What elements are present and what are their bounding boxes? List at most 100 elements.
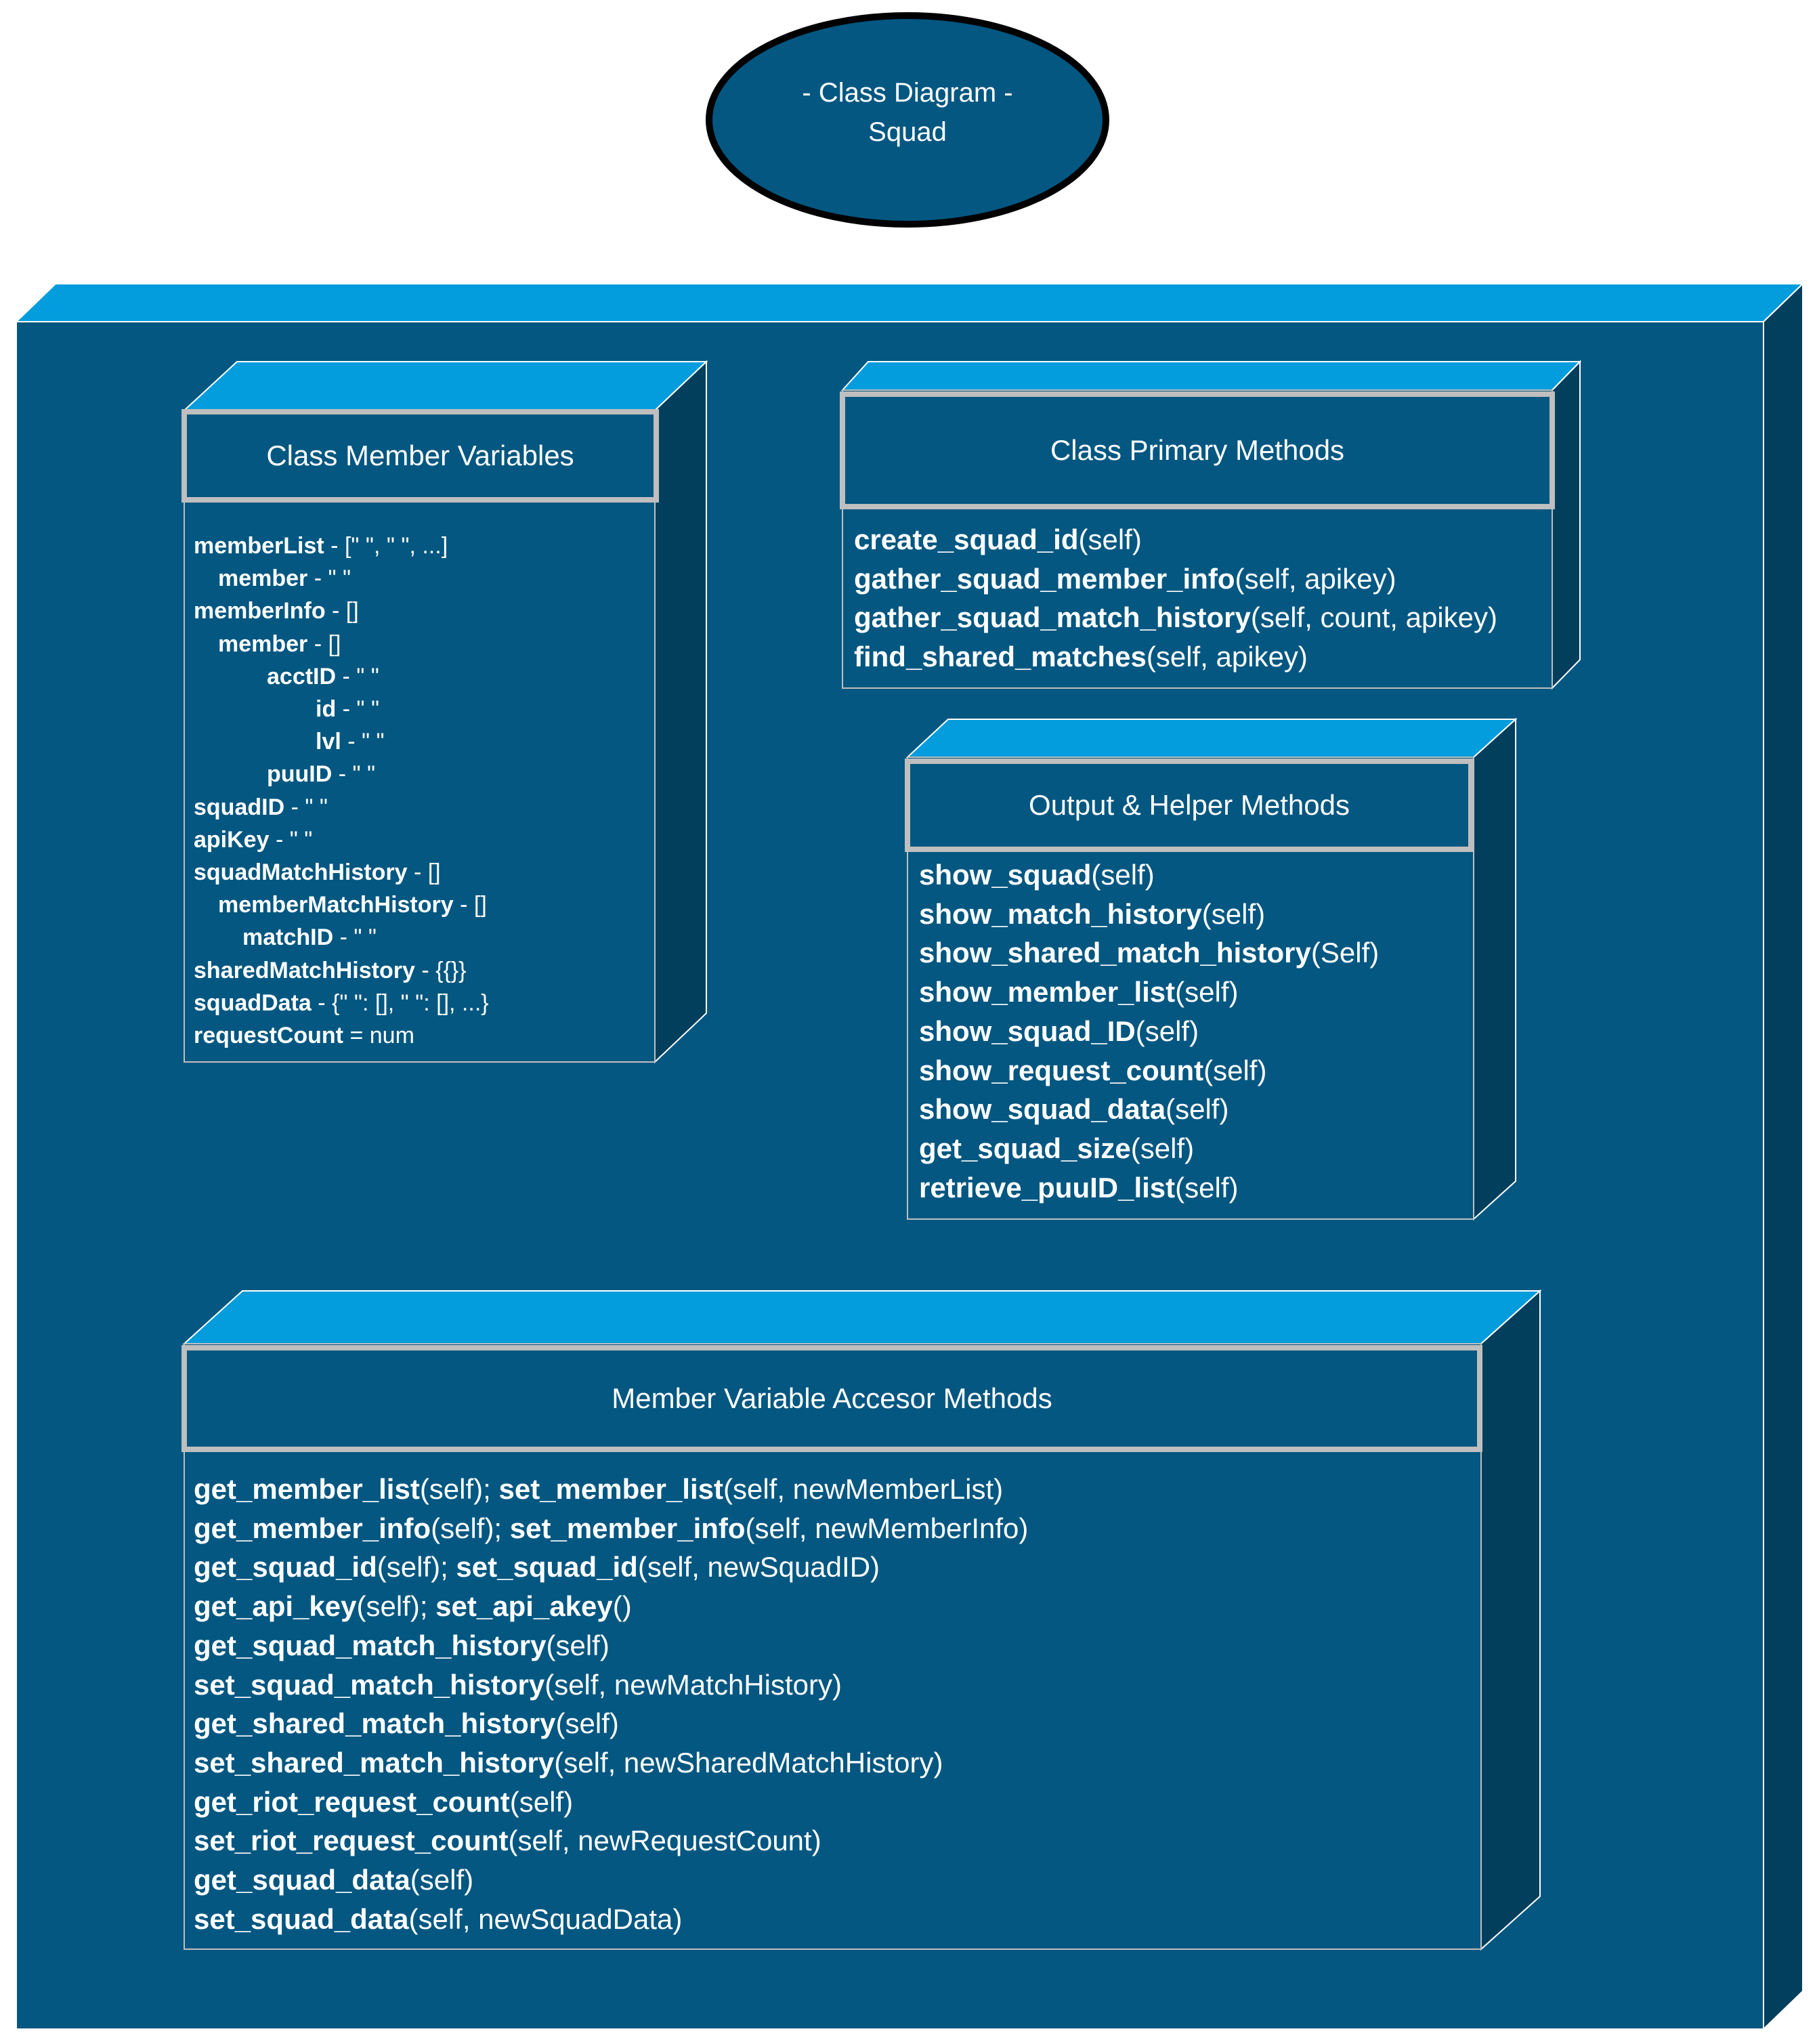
member-variable-name: puuID [267, 761, 333, 788]
helper-method: show_match_history(self) [919, 895, 1379, 934]
member-variable-signature: - " " [341, 729, 385, 755]
member-variable: apiKey - " " [194, 824, 489, 856]
helper-method-name: show_request_count [919, 1054, 1204, 1086]
member-variable: memberMatchHistory - [] [194, 889, 489, 921]
helper-method-signature: (self) [1201, 897, 1266, 930]
primary-methods-header-box [840, 391, 1555, 509]
member-variable-name: id [316, 696, 337, 723]
member-variable-signature: - " " [284, 794, 328, 820]
helper-method: show_squad(self) [919, 855, 1379, 895]
helper-method-signature: (self) [1175, 1171, 1239, 1204]
member-variable-signature: - " " [333, 924, 377, 951]
accessor-method: get_shared_match_history(self) [194, 1704, 1028, 1743]
accessor-method-signature: (self, newMatchHistory) [544, 1668, 842, 1701]
accessor-method-signature: (self) [546, 1629, 610, 1661]
member-variable-signature: - {{}} [414, 957, 467, 983]
member-variable: memberList - [" ", " ", ...] [194, 530, 489, 562]
member-variable-name: squadID [194, 794, 285, 820]
accessor-method: get_squad_data(self) [194, 1860, 1028, 1900]
accessor-methods-header-box [181, 1345, 1482, 1452]
accessor-method: set_squad_data(self, newSquadData) [194, 1900, 1028, 1939]
member-variable-name: requestCount [194, 1023, 343, 1049]
accessor-method-name: get_member_list [194, 1473, 420, 1505]
accessor-method: get_squad_id(self); set_squad_id(self, n… [194, 1548, 1028, 1587]
member-variable-signature: - [] [325, 598, 359, 624]
title-ellipse [706, 12, 1109, 228]
outer-node-top-face [14, 283, 1805, 322]
helper-method-name: show_squad_ID [919, 1015, 1136, 1047]
accessor-method-signature: (self, newMemberList) [723, 1473, 1004, 1505]
accessor-method-signature: (self, newMemberInfo) [745, 1512, 1029, 1544]
member-variable-name: memberMatchHistory [218, 892, 454, 918]
member-variable-signature: - " " [269, 826, 313, 853]
accessor-method-name: get_squad_match_history [194, 1629, 547, 1661]
accessor-methods-list: get_member_list(self); set_member_list(s… [194, 1470, 1028, 1938]
diagram-title: - Class Diagram - Squad [711, 73, 1104, 152]
accessor-method-name: get_api_key [194, 1590, 357, 1623]
accessor-method-signature: (self, newSquadID) [637, 1551, 880, 1583]
outer-node-side-face [1763, 282, 1803, 2031]
helper-method: show_member_list(self) [919, 973, 1379, 1012]
member-variable: id - " " [194, 693, 489, 725]
primary-method-name: gather_squad_member_info [854, 562, 1235, 595]
member-variable: squadMatchHistory - [] [194, 856, 489, 889]
accessor-method-name: get_squad_data [194, 1864, 410, 1896]
accessor-method-signature: (self) [509, 1785, 574, 1818]
member-variable-name: squadData [194, 989, 312, 1016]
accessor-method-name: set_member_info [509, 1512, 746, 1544]
accessor-method-name: set_shared_match_history [194, 1746, 555, 1779]
primary-method-signature: (self, apikey) [1235, 562, 1396, 595]
primary-method-signature: (self) [1078, 524, 1142, 555]
primary-method-name: create_squad_id [854, 524, 1079, 555]
accessor-method-signature: () [612, 1590, 632, 1623]
helper-method-signature: (Self) [1310, 937, 1380, 969]
member-variable: puuID - " " [194, 758, 489, 790]
helper-method-name: show_squad_data [919, 1093, 1166, 1126]
member-variable-signature: - [] [307, 631, 341, 657]
primary-method-signature: (self, apikey) [1146, 641, 1308, 673]
primary-method: gather_squad_member_info(self, apikey) [854, 559, 1497, 599]
accessor-method-name: set_member_list [498, 1473, 723, 1505]
helper-method-name: show_squad [919, 859, 1092, 891]
accessor-method-signature: (self, newRequestCount) [508, 1825, 821, 1857]
member-variable: squadID - " " [194, 791, 489, 824]
primary-methods-header: Class Primary Methods [1050, 434, 1345, 466]
member-variable-name: member [218, 566, 308, 592]
accessor-method-signature: (self); [419, 1473, 499, 1505]
helper-method-signature: (self) [1135, 1015, 1199, 1047]
diagram-title-line1: - Class Diagram - [802, 78, 1013, 108]
member-variable-signature: - {" ": [], " ": [], ...} [311, 989, 489, 1016]
helper-method-signature: (self) [1175, 976, 1239, 1008]
accessor-method: get_squad_match_history(self) [194, 1626, 1028, 1665]
helper-method-signature: (self) [1166, 1093, 1229, 1126]
primary-method-name: gather_squad_match_history [854, 601, 1251, 634]
helper-methods-node [905, 717, 1518, 1221]
member-variable-name: lvl [316, 729, 341, 755]
helper-method-name: show_match_history [919, 897, 1202, 930]
helper-method-name: show_member_list [919, 976, 1176, 1008]
accessor-method-signature: (self) [410, 1864, 474, 1896]
accessor-method-signature: (self); [356, 1590, 436, 1623]
member-variable-name: memberInfo [194, 598, 326, 624]
member-variable: squadData - {" ": [], " ": [], ...} [194, 987, 489, 1019]
helper-method-name: retrieve_puuID_list [919, 1171, 1176, 1204]
accessor-method-name: set_squad_match_history [194, 1668, 545, 1701]
helper-method: show_request_count(self) [919, 1051, 1379, 1090]
accessor-method: set_riot_request_count(self, newRequestC… [194, 1821, 1028, 1860]
primary-methods-list: create_squad_id(self) gather_squad_member… [854, 520, 1497, 677]
accessor-method: set_shared_match_history(self, newShared… [194, 1743, 1028, 1783]
member-variable: member - [] [194, 628, 489, 660]
accessor-method-name: set_squad_data [194, 1902, 409, 1935]
accessor-methods-header: Member Variable Accesor Methods [612, 1382, 1052, 1414]
member-variable-signature: - " " [336, 663, 379, 689]
diagram-title-line2: Squad [868, 117, 947, 147]
accessor-method-name: set_squad_id [456, 1551, 638, 1583]
member-variable: sharedMatchHistory - {{}} [194, 954, 489, 987]
accessor-method-signature: (self); [431, 1512, 510, 1544]
member-variables-node [181, 360, 708, 1064]
helper-method-signature: (self) [1130, 1132, 1195, 1164]
member-variable-name: squadMatchHistory [194, 859, 408, 886]
accessor-method-name: get_member_info [194, 1512, 431, 1544]
member-variable-signature: - " " [307, 566, 351, 592]
